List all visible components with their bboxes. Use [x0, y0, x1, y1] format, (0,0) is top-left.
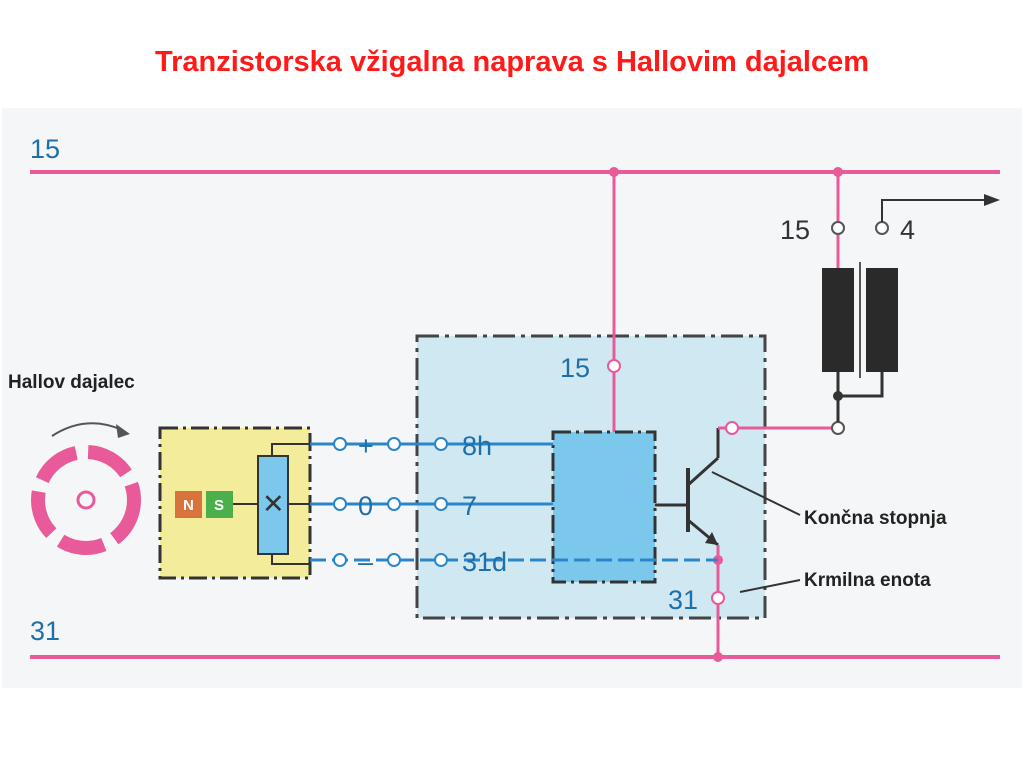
cu-pin-15-terminal: [607, 359, 621, 373]
page-title: Tranzistorska vžigalna naprava s Hallovi…: [154, 46, 870, 78]
rail-31-junction: [713, 652, 723, 662]
hv-output-wire: [881, 199, 992, 222]
signal-row-plus: [310, 437, 553, 451]
coil-pin-4-label: 4: [900, 215, 915, 245]
hv-output-arrow: [984, 194, 1000, 206]
magnet-n-label: N: [183, 497, 194, 514]
hall-sensor-label: Hallov dajalec: [8, 372, 135, 393]
coil-secondary-winding: [866, 268, 898, 372]
control-unit-callout: Krmilna enota: [804, 570, 931, 591]
signal-row-minus: [310, 553, 718, 567]
hall-lead-plus: [271, 443, 310, 456]
hall-element-cross-icon: ✕: [262, 489, 285, 519]
signal-minus-sign: –: [358, 547, 373, 577]
coil-common-junction: [833, 391, 843, 401]
output-stage-callout: Končna stopnja: [804, 508, 947, 529]
coil-pin-15-terminal: [831, 221, 845, 235]
transistor-collector: [686, 456, 720, 487]
cu-pin-15-label: 15: [560, 353, 590, 383]
trigger-wheel: [31, 422, 141, 555]
rail-15-label: 15: [30, 134, 60, 164]
pin-8h-label: 8h: [462, 431, 492, 461]
magnet-n: [175, 491, 202, 518]
rail-15-junction: [609, 167, 619, 177]
coil-primary-winding: [822, 268, 854, 372]
pin-31d-label: 31d: [462, 547, 507, 577]
control-logic-block: [551, 430, 657, 584]
cu-collector-terminal: [725, 421, 739, 435]
pin-7-label: 7: [462, 491, 477, 521]
signal-row-zero: [310, 497, 553, 511]
magnet-s-label: S: [214, 497, 224, 514]
magnet-s: [206, 491, 233, 518]
signal-plus-sign: +: [358, 431, 374, 461]
coil-rail-junction: [833, 167, 843, 177]
signal-zero-sign: 0: [358, 491, 373, 521]
cu-pin-31-terminal: [711, 591, 725, 605]
hall-lead-minus: [271, 554, 310, 565]
coil-primary-terminal: [831, 421, 845, 435]
rail-31-label: 31: [30, 616, 60, 646]
control-unit-leader: [739, 579, 801, 593]
coil-pin-15-label: 15: [780, 215, 810, 245]
coil-pin-4-terminal: [875, 221, 889, 235]
coil-secondary-lead: [838, 372, 884, 398]
emitter-arrow: [705, 532, 718, 545]
rotation-arrow-icon: [51, 422, 123, 437]
output-stage-leader: [711, 471, 801, 516]
cu-pin-31-label: 31: [668, 585, 698, 615]
